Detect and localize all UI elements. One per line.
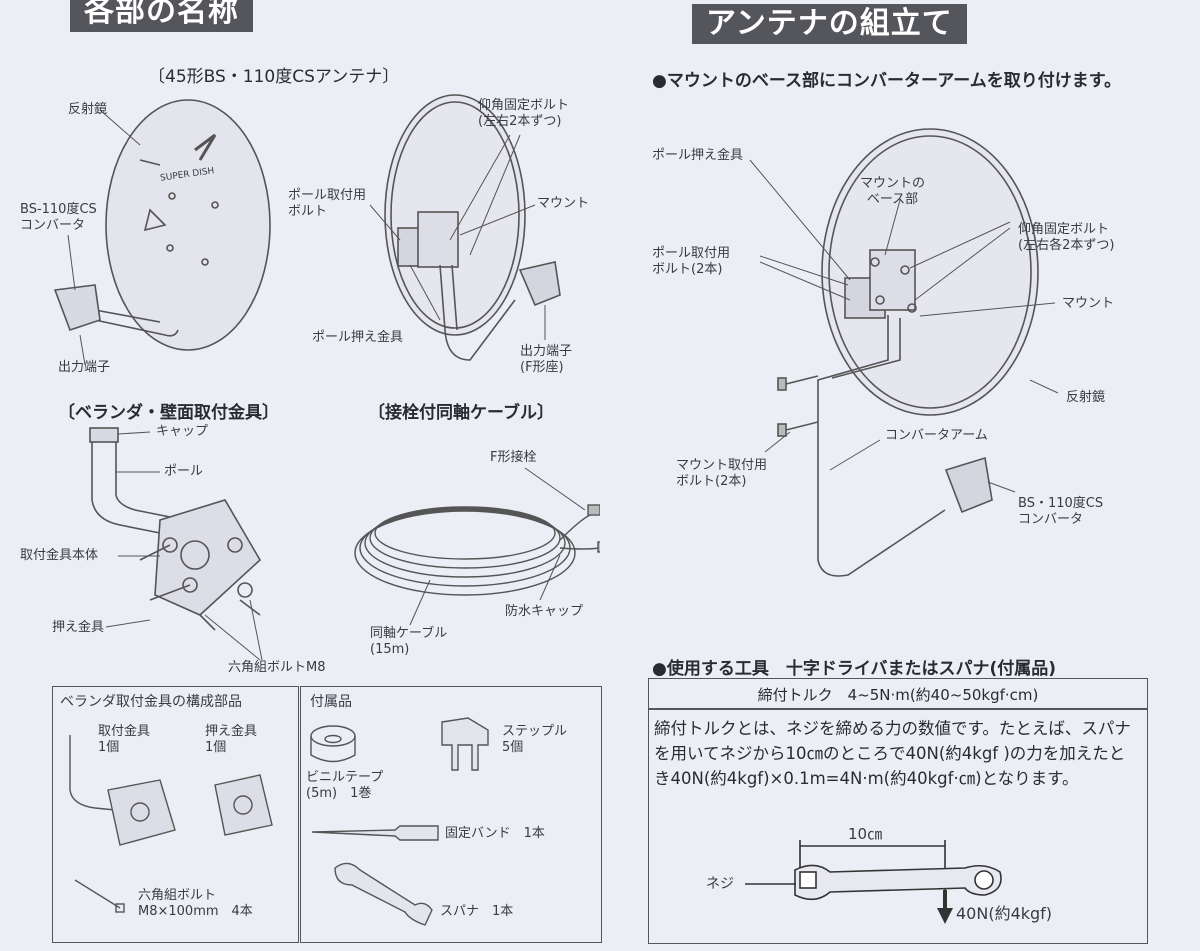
label-r-pole-clamp: ポール押え金具 [652, 148, 744, 163]
section-header-parts: 各部の名称 [70, 0, 253, 32]
label-parts-bolt: 六角組ボルト M8×100mm 4本 [138, 888, 253, 919]
label-pole-clamp: ポール押え金具 [312, 330, 404, 345]
label-waterproof-cap: 防水キャップ [505, 604, 584, 619]
label-output: 出力端子 [58, 360, 111, 375]
label-reflector: 反射鏡 [68, 102, 108, 117]
cable-title: 〔接栓付同軸ケーブル〕 [368, 403, 554, 423]
label-vinyl-tape: ビニルテープ (5m) 1巻 [306, 770, 384, 801]
label-fitting: 取付金具 1個 [98, 724, 151, 755]
label-mount: マウント [537, 196, 590, 211]
parts-box-title: ベランダ取付金具の構成部品 [60, 694, 242, 710]
label-parts-clamp: 押え金具 1個 [205, 724, 258, 755]
torque-header-divider [648, 708, 1148, 710]
label-r-converter: BS・110度CS コンバータ [1018, 496, 1104, 527]
tools-bullet: ●使用する工具 十字ドライバまたはスパナ(付属品) [652, 659, 1057, 679]
label-hex-bolt: 六角組ボルトM8 [228, 660, 326, 675]
label-r-reflector: 反射鏡 [1066, 390, 1106, 405]
parts-box [52, 686, 299, 943]
label-r-pole-bolt: ポール取付用 ボルト(2本) [652, 246, 731, 277]
label-staple: ステップル 5個 [502, 724, 568, 755]
label-coax: 同軸ケーブル (15m) [370, 626, 448, 657]
assembly-step: ●マウントのベース部にコンバーターアームを取り付けます。 [652, 71, 1122, 91]
label-cap: キャップ [156, 424, 209, 439]
label-pole-bolt: ポール取付用 ボルト [288, 188, 367, 219]
label-pole: ポール [164, 464, 204, 479]
label-force: 40N(約4kgf) [956, 904, 1053, 923]
label-screw: ネジ [706, 876, 734, 892]
label-clamp: 押え金具 [52, 620, 105, 635]
label-r-mount: マウント [1062, 296, 1115, 311]
label-r-mount-base: マウントの ベース部 [860, 176, 926, 207]
label-spanner: スパナ 1本 [440, 904, 514, 919]
antenna-title: 〔45形BS・110度CSアンテナ〕 [148, 67, 400, 87]
veranda-title: 〔ベランダ・壁面取付金具〕 [58, 403, 279, 423]
label-band: 固定バンド 1本 [445, 826, 545, 841]
torque-text: 締付トルクとは、ネジを締める力の数値です。たとえば、スパナを用いてネジから10㎝… [654, 719, 1131, 788]
torque-header: 締付トルク 4~5N·m(約40~50kgf·cm) [757, 686, 1039, 704]
label-converter: BS-110度CS コンバータ [20, 202, 97, 233]
label-output-f: 出力端子 (F形座) [520, 344, 573, 375]
accessories-title: 付属品 [310, 694, 352, 710]
label-elevation-bolt: 仰角固定ボルト (左右2本ずつ) [478, 98, 570, 129]
label-r-mount-bolt: マウント取付用 ボルト(2本) [676, 458, 768, 489]
label-f-connector: F形接栓 [490, 450, 537, 465]
section-header-assembly: アンテナの組立て [692, 4, 967, 44]
dish-logo: SUPER DISH [159, 166, 216, 184]
torque-box [648, 678, 1148, 944]
label-r-arm: コンバータアーム [885, 428, 988, 443]
label-bracket-body: 取付金具本体 [20, 548, 99, 563]
label-r-elevation-bolt: 仰角固定ボルト (左右各2本ずつ) [1018, 222, 1115, 253]
label-distance: 10㎝ [848, 825, 883, 843]
accessories-box [300, 686, 602, 943]
